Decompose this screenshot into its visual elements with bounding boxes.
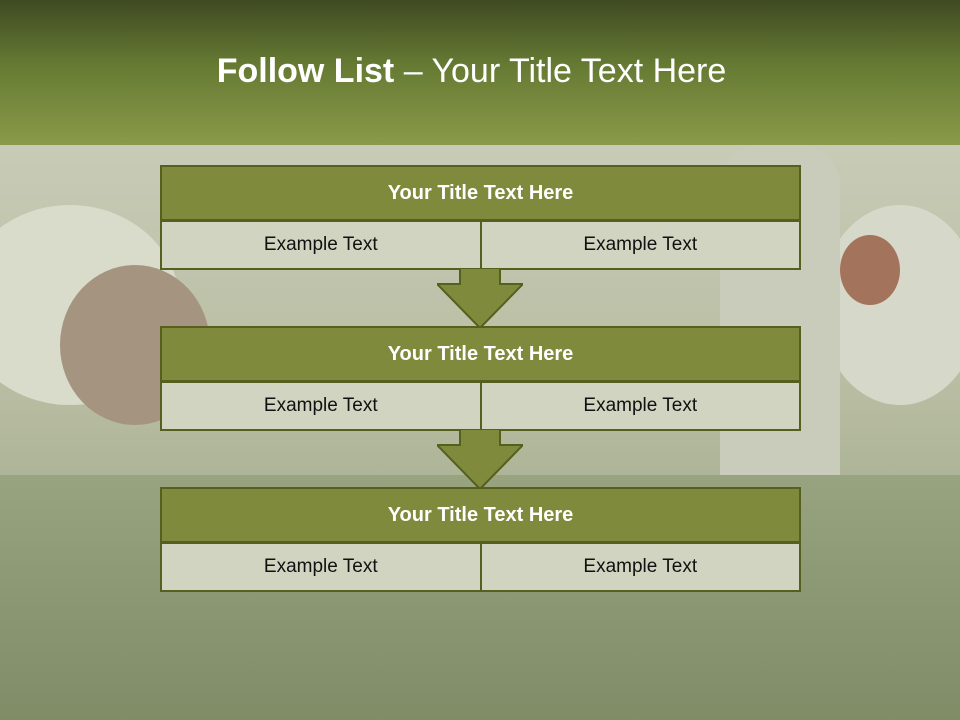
block-cells: Example Text Example Text: [160, 220, 801, 270]
title-rest: – Your Title Text Here: [394, 52, 727, 90]
title-bold: Follow List: [216, 52, 395, 90]
block-cell-left: Example Text: [160, 220, 482, 270]
block-cells: Example Text Example Text: [160, 542, 801, 592]
block-title: Your Title Text Here: [160, 487, 801, 543]
down-arrow-icon: [437, 429, 523, 489]
flow-block-3: Your Title Text Here Example Text Exampl…: [160, 487, 801, 592]
page-title: Follow List – Your Title Text Here: [0, 52, 943, 91]
block-cell-right: Example Text: [481, 381, 801, 431]
block-cell-left: Example Text: [160, 381, 482, 431]
block-cells: Example Text Example Text: [160, 381, 801, 431]
block-cell-right: Example Text: [481, 220, 801, 270]
down-arrow-icon: [437, 268, 523, 328]
flow-block-2: Your Title Text Here Example Text Exampl…: [160, 326, 801, 431]
header-band: Follow List – Your Title Text Here: [0, 0, 960, 145]
dog-shape: [820, 205, 960, 405]
block-cell-left: Example Text: [160, 542, 482, 592]
dog-shape: [840, 235, 900, 305]
block-cell-right: Example Text: [481, 542, 801, 592]
flow-block-1: Your Title Text Here Example Text Exampl…: [160, 165, 801, 270]
block-title: Your Title Text Here: [160, 326, 801, 382]
block-title: Your Title Text Here: [160, 165, 801, 221]
